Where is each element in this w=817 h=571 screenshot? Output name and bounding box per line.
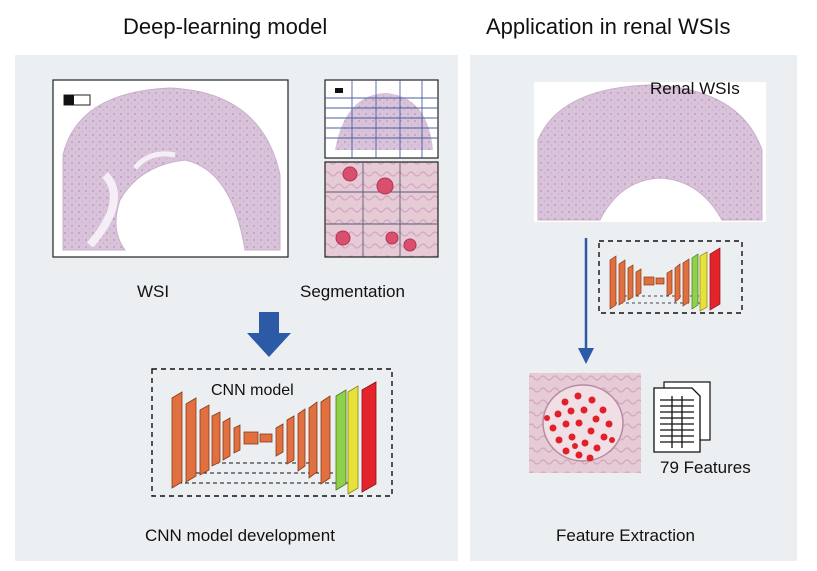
glomerulus-image xyxy=(529,373,641,473)
feature-extraction-label: Feature Extraction xyxy=(556,526,695,545)
segmentation-grid-image xyxy=(324,79,439,159)
renal-wsis-label: Renal WSIs xyxy=(650,79,740,98)
feature-document-icon xyxy=(653,381,711,453)
cnn-model-box xyxy=(151,368,393,497)
segmentation-label: Segmentation xyxy=(300,282,405,301)
cnn-model-box-small xyxy=(598,240,743,314)
renal-wsi-image xyxy=(534,82,766,222)
segmentation-closeup-image xyxy=(324,161,439,258)
down-arrow xyxy=(247,312,291,357)
left-title: Deep-learning model xyxy=(123,14,328,39)
features-count-label: 79 Features xyxy=(660,458,751,477)
down-arrow-thin xyxy=(578,238,594,364)
right-title: Application in renal WSIs xyxy=(486,14,731,39)
wsi-image xyxy=(52,79,289,258)
wsi-label: WSI xyxy=(137,282,170,301)
cnn-model-label: CNN model xyxy=(211,382,294,399)
cnn-model-development-label: CNN model development xyxy=(145,526,335,545)
